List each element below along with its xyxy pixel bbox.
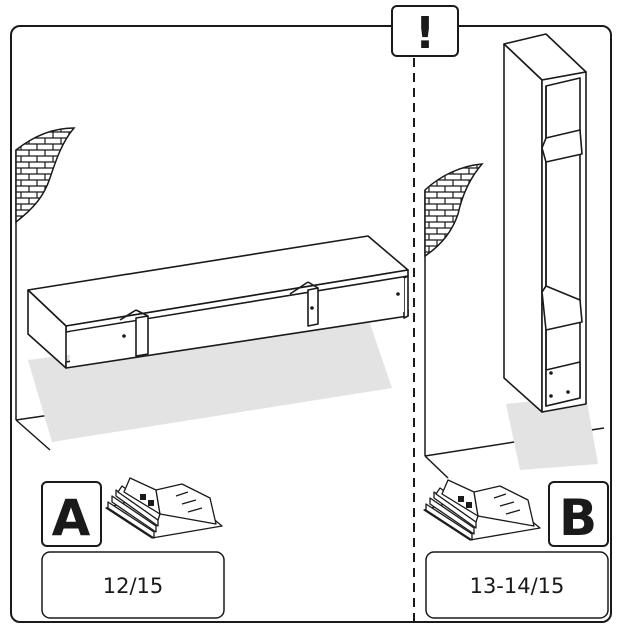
- step-letter-box-a: [41, 481, 102, 547]
- page-ref-box-a: [41, 551, 225, 619]
- step-letter-b: B: [559, 489, 597, 547]
- open-manual-booklet-icon: [423, 479, 541, 541]
- mount-hole: [396, 292, 400, 296]
- brick-wall-icon: [15, 127, 76, 224]
- step-letter-a: A: [52, 489, 91, 547]
- page-ref-b: 13-14/15: [470, 574, 565, 598]
- panel-b: B 13-14/15: [423, 33, 609, 619]
- open-manual-booklet-icon: [105, 477, 223, 539]
- shelf-shadow: [506, 396, 598, 470]
- mount-hole: [310, 306, 314, 310]
- wall-tv-cabinet: [27, 235, 409, 369]
- notice-symbol: !: [415, 8, 435, 59]
- mount-hole: [566, 390, 570, 394]
- mount-hole: [122, 334, 126, 338]
- notice-badge: !: [391, 5, 459, 59]
- brick-wall-icon: [424, 163, 484, 258]
- page-ref-box-b: [425, 551, 609, 619]
- tall-wall-shelf: [503, 33, 587, 413]
- step-letter-box-b: [548, 481, 609, 547]
- floor-line: [15, 419, 51, 451]
- mount-hole: [549, 371, 553, 375]
- floor-line: [424, 455, 449, 479]
- panel-a: A 12/15: [15, 127, 409, 619]
- mount-hole: [549, 394, 553, 398]
- page-ref-a: 12/15: [103, 574, 164, 598]
